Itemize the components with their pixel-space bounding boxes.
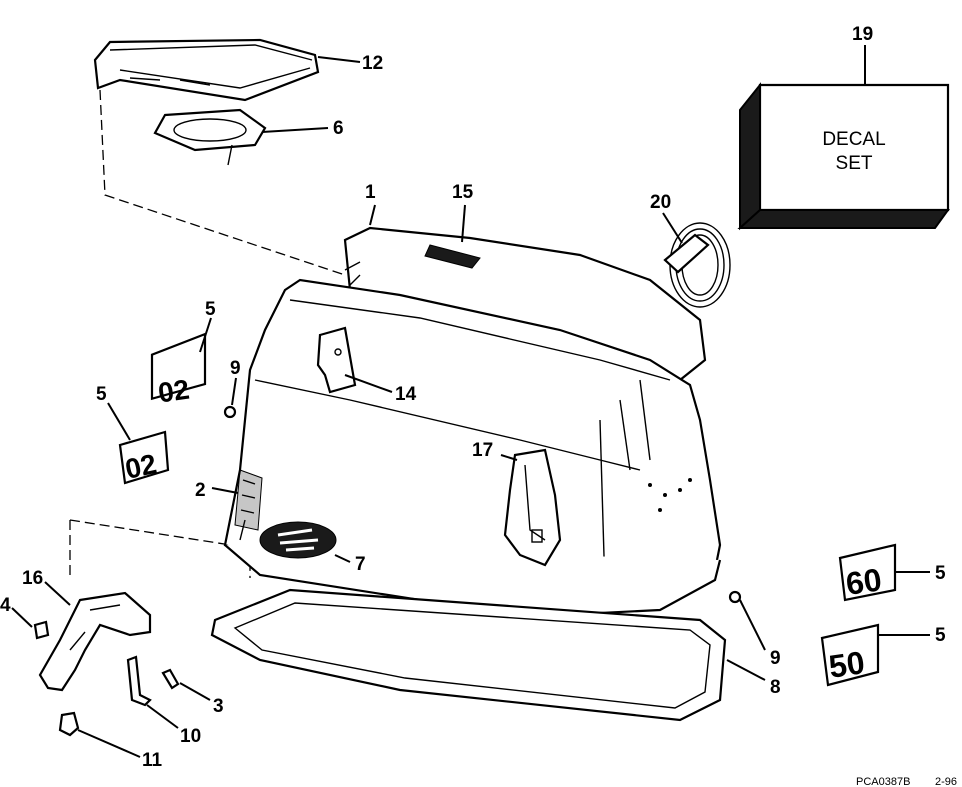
callout-4: 4 — [0, 595, 11, 616]
side-decal-part-2 — [234, 469, 263, 531]
leader-lines — [11, 45, 930, 758]
bracket-part-16 — [38, 591, 152, 692]
clip-part-4 — [33, 620, 50, 640]
callout-8: 8 — [770, 677, 781, 698]
logo-emblem-part-7 — [259, 521, 337, 559]
callout-6: 6 — [333, 118, 344, 139]
gasket-plate-part — [153, 108, 267, 166]
callout-5c: 5 — [935, 563, 946, 584]
callout-labels: 1 2 3 4 5 5 5 5 6 7 8 9 9 10 11 12 14 15… — [0, 24, 946, 771]
number-decal-right-a: 60 — [838, 543, 897, 602]
decal-glyph-upper-a: 02 — [156, 374, 191, 409]
callout-3: 3 — [213, 696, 224, 717]
callout-5a: 5 — [205, 299, 216, 320]
top-cover-part — [93, 38, 320, 102]
cable-part-20 — [663, 222, 731, 308]
grommet-part-11 — [58, 711, 80, 737]
fastener-part-9 — [223, 405, 742, 604]
callout-5d: 5 — [935, 625, 946, 646]
callout-16: 16 — [22, 568, 43, 589]
decal-set-box: DECAL SET — [737, 82, 950, 231]
callout-11: 11 — [142, 750, 163, 771]
figure-footer: PCA0387B 2-96 — [856, 776, 957, 787]
decal-box-line2: SET — [836, 153, 873, 174]
decal-glyph-right-a: 60 — [844, 561, 884, 602]
decal-box-line1: DECAL — [822, 129, 885, 150]
callout-14: 14 — [395, 384, 417, 405]
bottom-seal-part-8 — [210, 588, 727, 722]
callout-1: 1 — [365, 182, 376, 203]
callout-10: 10 — [180, 726, 201, 747]
strap-part-10 — [126, 655, 152, 707]
callout-2: 2 — [195, 480, 206, 501]
latch-part-17 — [503, 448, 562, 567]
number-decal-upper-a: 02 — [150, 332, 207, 409]
figure-date: 2-96 — [935, 776, 957, 787]
callout-5b: 5 — [96, 384, 107, 405]
callout-17: 17 — [472, 440, 493, 461]
number-decal-upper-b: 02 — [118, 430, 170, 485]
callout-19: 19 — [852, 24, 873, 45]
callout-12: 12 — [362, 53, 383, 74]
callout-20: 20 — [650, 192, 671, 213]
number-decal-right-b: 50 — [820, 623, 880, 687]
figure-code: PCA0387B — [856, 776, 910, 787]
callout-9b: 9 — [770, 648, 781, 669]
decal-glyph-right-b: 50 — [827, 644, 867, 685]
callout-7: 7 — [355, 554, 366, 575]
screw-part-3 — [161, 668, 180, 690]
decal-glyph-upper-b: 02 — [122, 448, 159, 485]
callout-15: 15 — [452, 182, 474, 203]
callout-9a: 9 — [230, 358, 241, 379]
